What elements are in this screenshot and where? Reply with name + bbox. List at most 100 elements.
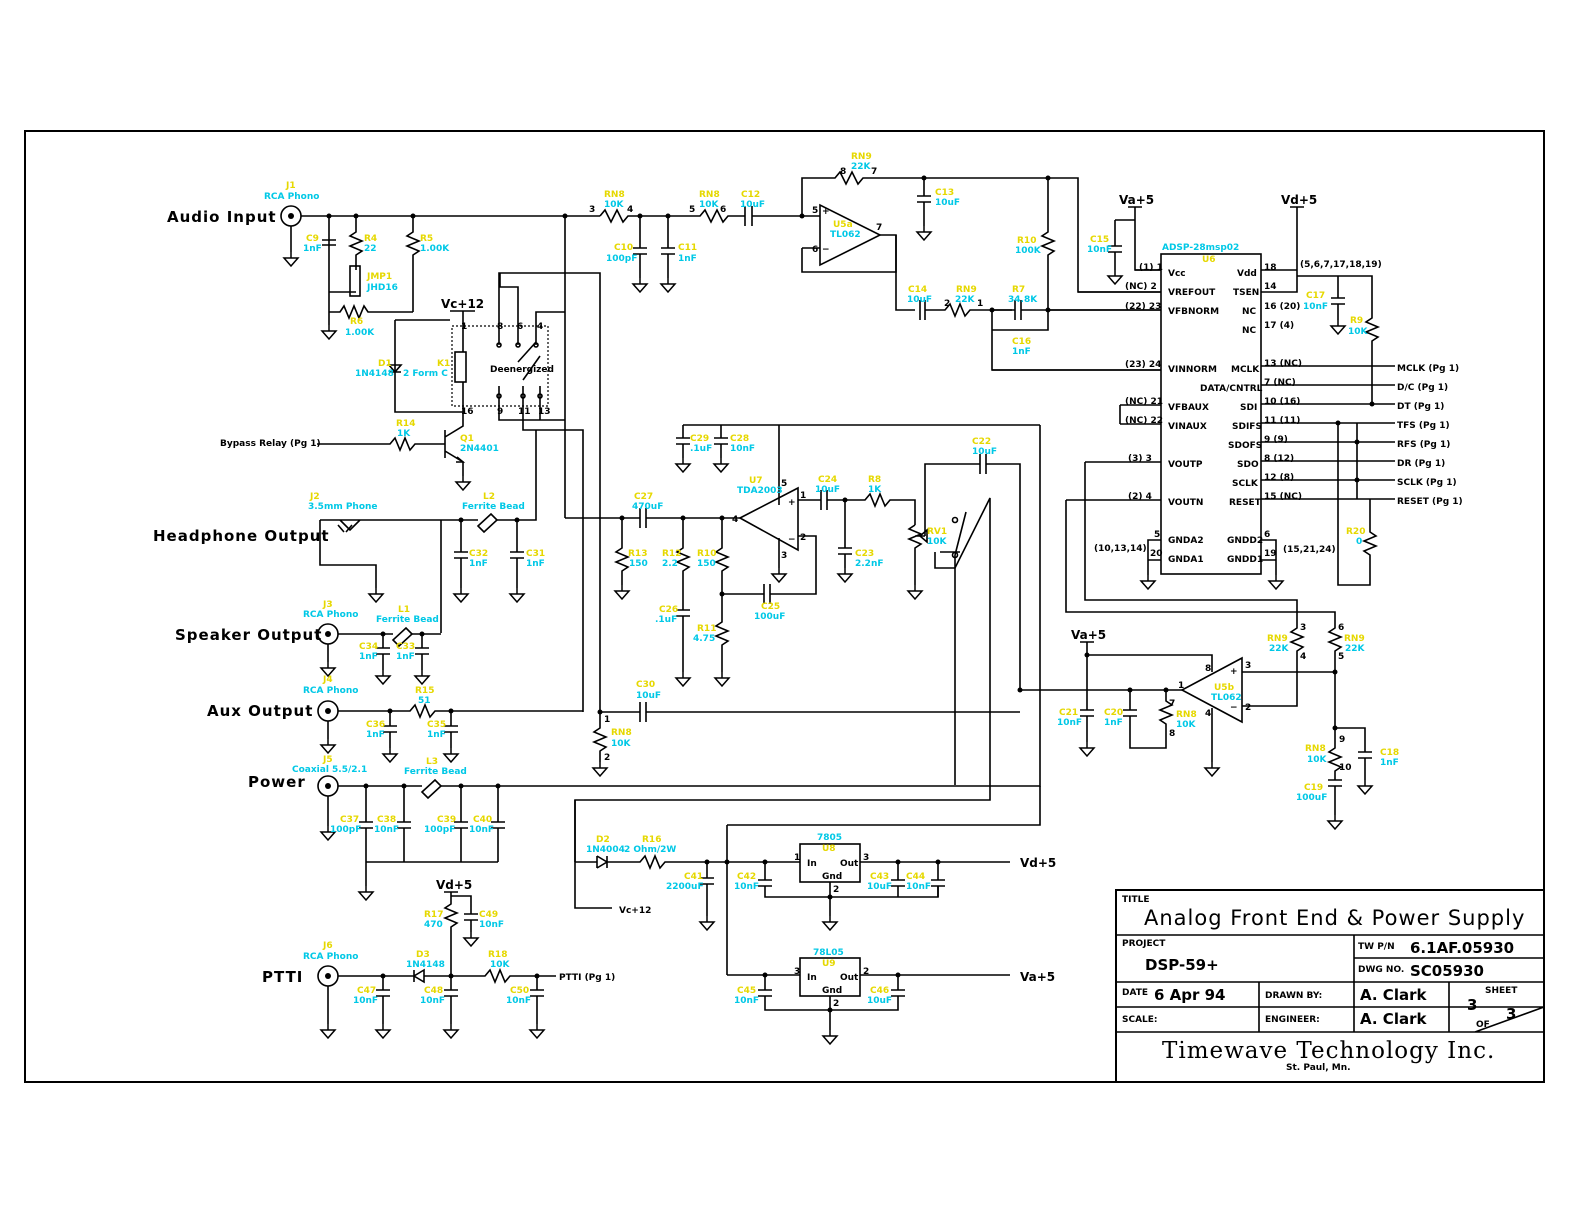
svg-text:C13: C13 (935, 188, 954, 198)
svg-text:4.75: 4.75 (693, 634, 715, 644)
svg-text:J6: J6 (322, 941, 333, 951)
svg-text:470: 470 (424, 920, 443, 930)
svg-text:10K: 10K (490, 960, 511, 970)
svg-text:C19: C19 (1304, 783, 1323, 793)
svg-text:C25: C25 (761, 602, 780, 612)
svg-text:R10: R10 (1017, 236, 1036, 246)
svg-text:13 (NC): 13 (NC) (1264, 359, 1302, 369)
svg-text:20: 20 (1150, 549, 1163, 559)
svg-text:RCA Phono: RCA Phono (303, 686, 358, 696)
svg-text:C39: C39 (437, 815, 456, 825)
svg-text:(3) 3: (3) 3 (1128, 454, 1152, 464)
svg-text:C47: C47 (357, 986, 376, 996)
svg-text:11: 11 (518, 407, 531, 417)
svg-text:PTTI (Pg 1): PTTI (Pg 1) (559, 973, 615, 983)
svg-text:100K: 100K (1015, 246, 1042, 256)
svg-text:Vcc: Vcc (1168, 269, 1186, 279)
svg-text:R13: R13 (628, 549, 647, 559)
svg-text:(2) 4: (2) 4 (1128, 492, 1152, 502)
svg-text:Analog Front End & Power Suppl: Analog Front End & Power Supply (1144, 906, 1525, 930)
svg-text:4: 4 (537, 322, 543, 332)
svg-text:C9: C9 (306, 234, 319, 244)
svg-text:19: 19 (1264, 549, 1277, 559)
svg-text:4: 4 (627, 205, 633, 215)
svg-text:L1: L1 (398, 605, 410, 615)
svg-text:1: 1 (794, 853, 800, 863)
svg-text:C26: C26 (659, 605, 678, 615)
svg-text:Vc+12: Vc+12 (441, 297, 484, 311)
svg-text:JMP1: JMP1 (366, 272, 392, 282)
svg-text:DATE: DATE (1122, 988, 1148, 998)
svg-text:1.00K: 1.00K (345, 328, 375, 338)
svg-text:10K: 10K (699, 200, 720, 210)
svg-text:12 (8): 12 (8) (1264, 473, 1294, 483)
svg-text:C38: C38 (377, 815, 396, 825)
svg-text:MCLK: MCLK (1231, 365, 1260, 375)
svg-text:6 Apr 94: 6 Apr 94 (1154, 986, 1226, 1004)
svg-text:5: 5 (689, 205, 695, 215)
svg-text:6.1AF.05930: 6.1AF.05930 (1410, 939, 1514, 957)
svg-text:DATA/CNTRL: DATA/CNTRL (1200, 384, 1263, 394)
svg-text:D1: D1 (378, 359, 392, 369)
svg-text:C10: C10 (614, 243, 633, 253)
page-border (24, 130, 1545, 1083)
svg-text:2: 2 (1245, 703, 1251, 713)
svg-text:D2: D2 (596, 835, 610, 845)
svg-text:9: 9 (1339, 735, 1345, 745)
svg-text:C37: C37 (340, 815, 359, 825)
svg-text:NC: NC (1242, 326, 1257, 336)
svg-text:34.8K: 34.8K (1008, 295, 1038, 305)
svg-text:+: + (822, 207, 830, 217)
svg-text:3.5mm Phone: 3.5mm Phone (308, 502, 378, 512)
svg-text:8: 8 (497, 322, 503, 332)
svg-text:15 (NC): 15 (NC) (1264, 492, 1302, 502)
svg-text:C29: C29 (690, 434, 709, 444)
svg-text:RN9: RN9 (956, 285, 977, 295)
svg-text:RN8: RN8 (611, 728, 632, 738)
speaker-output-label: Speaker Output (175, 626, 322, 644)
svg-text:1nF: 1nF (469, 559, 488, 569)
svg-text:GNDD1: GNDD1 (1227, 555, 1263, 565)
svg-text:JHD16: JHD16 (366, 283, 398, 293)
svg-text:MCLK (Pg 1): MCLK (Pg 1) (1397, 364, 1459, 374)
svg-text:Vd+5: Vd+5 (436, 878, 472, 892)
svg-text:5: 5 (781, 479, 787, 489)
headphone-output-label: Headphone Output (153, 527, 330, 545)
svg-text:10K: 10K (927, 537, 948, 547)
svg-text:R15: R15 (415, 686, 434, 696)
svg-text:Vc+12: Vc+12 (619, 906, 651, 916)
svg-text:3: 3 (1245, 661, 1251, 671)
svg-text:100uF: 100uF (754, 612, 785, 622)
svg-text:1nF: 1nF (1380, 758, 1399, 768)
svg-text:C21: C21 (1059, 708, 1078, 718)
aux-output-label: Aux Output (207, 702, 313, 720)
svg-text:R16: R16 (642, 835, 661, 845)
svg-text:RCA Phono: RCA Phono (264, 192, 319, 202)
svg-text:16: 16 (461, 407, 474, 417)
svg-text:RV1: RV1 (927, 527, 947, 537)
svg-text:R18: R18 (488, 950, 507, 960)
svg-text:10uF: 10uF (867, 996, 892, 1006)
svg-text:7805: 7805 (817, 833, 842, 843)
svg-text:22K: 22K (955, 295, 976, 305)
svg-text:1: 1 (461, 322, 467, 332)
svg-text:22K: 22K (1269, 644, 1290, 654)
svg-text:1nF: 1nF (1012, 347, 1031, 357)
svg-text:C36: C36 (366, 720, 385, 730)
svg-text:10K: 10K (1176, 720, 1197, 730)
svg-text:10nF: 10nF (1087, 245, 1112, 255)
svg-text:9: 9 (497, 407, 503, 417)
svg-text:10K: 10K (604, 200, 625, 210)
svg-text:1N4004: 1N4004 (586, 845, 625, 855)
svg-text:8: 8 (840, 167, 846, 177)
svg-text:DWG NO.: DWG NO. (1358, 965, 1404, 975)
svg-text:R17: R17 (424, 910, 443, 920)
svg-text:St. Paul, Mn.: St. Paul, Mn. (1286, 1063, 1351, 1073)
svg-text:PROJECT: PROJECT (1122, 939, 1166, 949)
svg-text:1: 1 (1178, 681, 1184, 691)
svg-text:3: 3 (794, 967, 800, 977)
